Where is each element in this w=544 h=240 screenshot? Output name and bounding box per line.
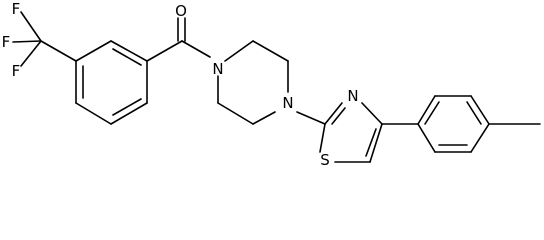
bond-ring-carbonyl: [146, 40, 183, 62]
bond-benzene-1: [75, 40, 112, 62]
bond-tolyl-3-inner: [466, 101, 482, 125]
bond-benzene-5: [75, 102, 112, 125]
atom-label-o: O: [175, 2, 187, 20]
bond-tolyl-3: [470, 95, 490, 125]
atom-label-f3: F: [12, 62, 21, 80]
bond-benzene-4-inner: [112, 98, 142, 116]
bond-lines: [12, 11, 541, 163]
bond-pip-2: [252, 40, 289, 62]
bond-benzene-4: [110, 102, 148, 125]
bond-cf3-f2: [12, 40, 42, 43]
bond-thz-5: [319, 123, 326, 153]
atom-label-n3: N: [347, 87, 358, 105]
atom-label-s: S: [320, 151, 330, 169]
bond-thz-3: [369, 123, 383, 163]
bond-pip-4: [252, 111, 276, 125]
bond-cf3-f1: [20, 11, 42, 42]
bond-pip-5: [217, 102, 254, 125]
bond-tolyl-6: [417, 123, 436, 153]
bond-thz-1: [324, 102, 343, 125]
bond-pip-1: [224, 40, 254, 62]
bond-tolyl-1-inner: [424, 101, 440, 125]
bond-thz-2: [361, 102, 383, 125]
bond-thz-1b: [331, 107, 346, 125]
bond-tolyl-1: [417, 95, 436, 125]
atom-label-n1: N: [212, 60, 223, 78]
bond-n-thiazole: [296, 111, 326, 125]
bond-cf3-ring: [40, 40, 77, 62]
bond-cf3-f3: [20, 40, 42, 67]
molecule-structure-diagram: O N N N S F F F: [2, 0, 541, 169]
bond-benzene-2: [110, 40, 148, 62]
atom-label-n2: N: [282, 94, 293, 112]
bond-thz-3b: [365, 128, 377, 157]
bond-carbonyl-n: [181, 40, 211, 58]
atom-label-f1: F: [12, 0, 21, 18]
atom-labels: O N N N S F F F: [2, 0, 359, 169]
atom-label-f2: F: [2, 33, 11, 51]
bond-tolyl-4: [470, 123, 490, 153]
bond-benzene-2-inner: [112, 48, 142, 66]
